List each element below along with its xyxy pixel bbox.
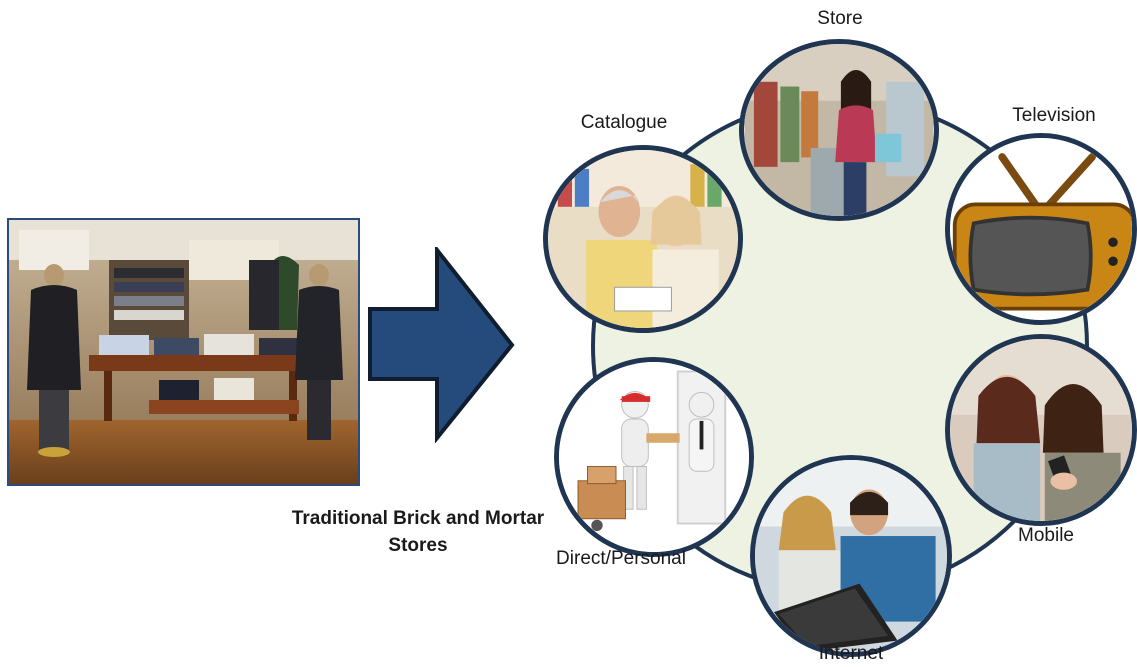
caption-line-1: Traditional Brick and Mortar <box>291 508 545 529</box>
woman-shopping-icon <box>744 44 934 216</box>
clothing-store-photo <box>7 218 360 486</box>
store-label: Store <box>817 8 863 29</box>
catalogue-label: Catalogue <box>580 112 668 133</box>
internet-label: Internet <box>818 643 884 664</box>
store-circle <box>739 39 939 221</box>
couple-reading-catalogue-icon <box>548 150 738 328</box>
direct-label: Direct/Personal <box>556 548 686 569</box>
caption-line-2: Stores <box>388 535 448 556</box>
delivery-person-icon <box>559 362 749 552</box>
direct-circle <box>554 357 754 557</box>
television-circle <box>945 133 1137 325</box>
catalogue-circle <box>543 145 743 333</box>
retro-tv-icon <box>950 138 1132 320</box>
women-with-phone-icon <box>950 339 1132 521</box>
couple-with-laptop-icon <box>755 460 947 652</box>
mobile-label: Mobile <box>1018 525 1074 546</box>
right-arrow-icon <box>368 247 515 443</box>
store-caption: Traditional Brick and Mortar Stores <box>292 505 544 559</box>
mobile-circle <box>945 334 1137 526</box>
internet-circle <box>750 455 952 657</box>
television-label: Television <box>1012 105 1096 126</box>
